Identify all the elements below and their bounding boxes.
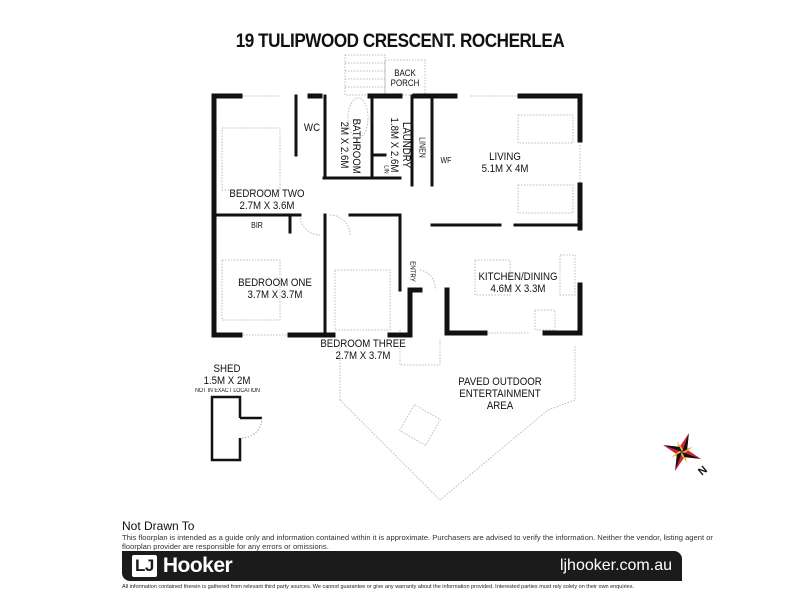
logo-text: Hooker	[162, 554, 233, 577]
agency-banner: LJ Hooker ljhooker.com.au	[122, 551, 682, 581]
shed-note: NOT IN EXACT LOCATION	[195, 388, 260, 394]
disclaimer: Not Drawn To This floorplan is intended …	[122, 519, 722, 552]
compass-icon	[663, 433, 701, 471]
disclaimer-body: This floorplan is intended as a guide on…	[122, 533, 713, 551]
back-porch-label: BACK PORCH	[390, 68, 420, 88]
lin-label: LIN	[382, 165, 389, 174]
wf-label: WF	[440, 156, 452, 165]
property-title: 19 TULIPWOOD CRESCENT. ROCHERLEA	[235, 31, 565, 52]
disclaimer-title: Not Drawn To	[122, 519, 195, 533]
agency-url[interactable]: ljhooker.com.au	[559, 557, 672, 574]
logo-mark: LJ	[132, 555, 157, 577]
wc-label: WC	[303, 122, 321, 134]
fineprint: All information contained therein is gat…	[122, 584, 634, 590]
lj-hooker-logo: LJ Hooker	[132, 554, 233, 578]
entry-label: ENTRY	[408, 261, 416, 282]
bir-label: BIR	[251, 221, 263, 230]
linen-label: LINEN	[417, 137, 427, 158]
